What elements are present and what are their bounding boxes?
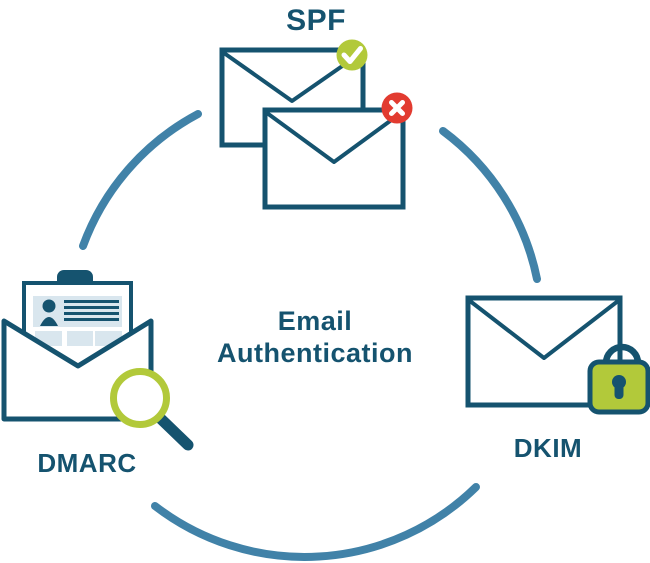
padlock-icon — [587, 343, 650, 415]
arc-top-left-icon — [79, 110, 202, 250]
letter-text-lines — [64, 300, 119, 321]
dkim-icon — [465, 295, 650, 415]
x-mark-icon — [389, 100, 405, 116]
padlock-shackle — [602, 343, 642, 367]
arc-top-right-icon — [439, 127, 541, 283]
dkim-label: DKIM — [513, 433, 583, 463]
spf-label: SPF — [286, 4, 346, 37]
keyhole-stem — [614, 384, 624, 399]
dmarc-icon — [1, 270, 194, 451]
arc-bottom-icon — [151, 483, 480, 561]
center-title: Email Authentication — [217, 306, 413, 368]
circle-arcs — [79, 110, 541, 561]
envelope-front-icon — [262, 107, 406, 210]
check-mark-icon — [341, 46, 363, 64]
person-icon — [40, 299, 58, 326]
spf-icon — [219, 39, 413, 210]
letter-thumbnails — [35, 331, 122, 346]
magnifier-icon — [110, 368, 194, 451]
magnifier-handle — [154, 412, 194, 451]
dmarc-label: DMARC — [37, 448, 137, 478]
check-badge-icon — [336, 39, 368, 71]
magnifier-lens — [110, 368, 170, 428]
